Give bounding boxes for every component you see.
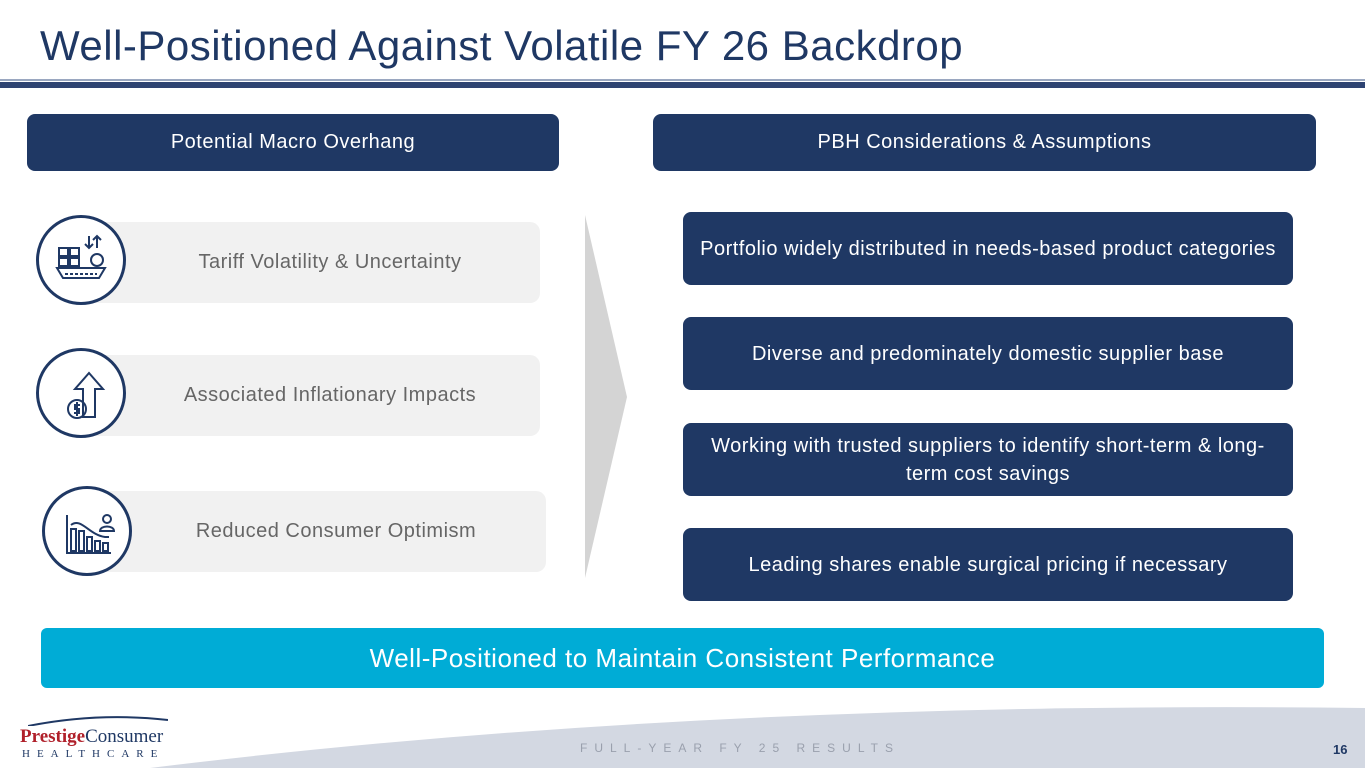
consideration-3: Working with trusted suppliers to identi… <box>683 423 1293 496</box>
company-logo: PrestigeConsumer HEALTHCARE <box>20 716 168 760</box>
title-rule-thin <box>0 79 1365 81</box>
title-rule <box>0 82 1365 88</box>
risk-consumer: Reduced Consumer Optimism <box>86 491 546 572</box>
risk-tariff: Tariff Volatility & Uncertainty <box>80 222 540 303</box>
right-header: PBH Considerations & Assumptions <box>653 114 1316 171</box>
chevron-arrow <box>585 215 627 578</box>
dollar-up-arrow-icon <box>36 348 126 438</box>
logo-text-consumer: Consumer <box>85 726 164 747</box>
consideration-2: Diverse and predominately domestic suppl… <box>683 317 1293 390</box>
page-number: 16 <box>1333 742 1348 757</box>
conclusion-banner: Well-Positioned to Maintain Consistent P… <box>41 628 1324 688</box>
risk-inflation: Associated Inflationary Impacts <box>80 355 540 436</box>
page-title: Well-Positioned Against Volatile FY 26 B… <box>40 22 964 69</box>
consideration-4: Leading shares enable surgical pricing i… <box>683 528 1293 601</box>
left-header: Potential Macro Overhang <box>27 114 559 171</box>
footer-swoosh <box>150 707 1365 768</box>
consideration-1: Portfolio widely distributed in needs-ba… <box>683 212 1293 285</box>
shipping-tariff-icon <box>36 215 126 305</box>
declining-chart-person-icon <box>42 486 132 576</box>
footer-text: FULL-YEAR FY 25 RESULTS <box>580 741 900 755</box>
logo-text-prestige: Prestige <box>20 726 86 747</box>
logo-text-healthcare: HEALTHCARE <box>22 748 165 760</box>
